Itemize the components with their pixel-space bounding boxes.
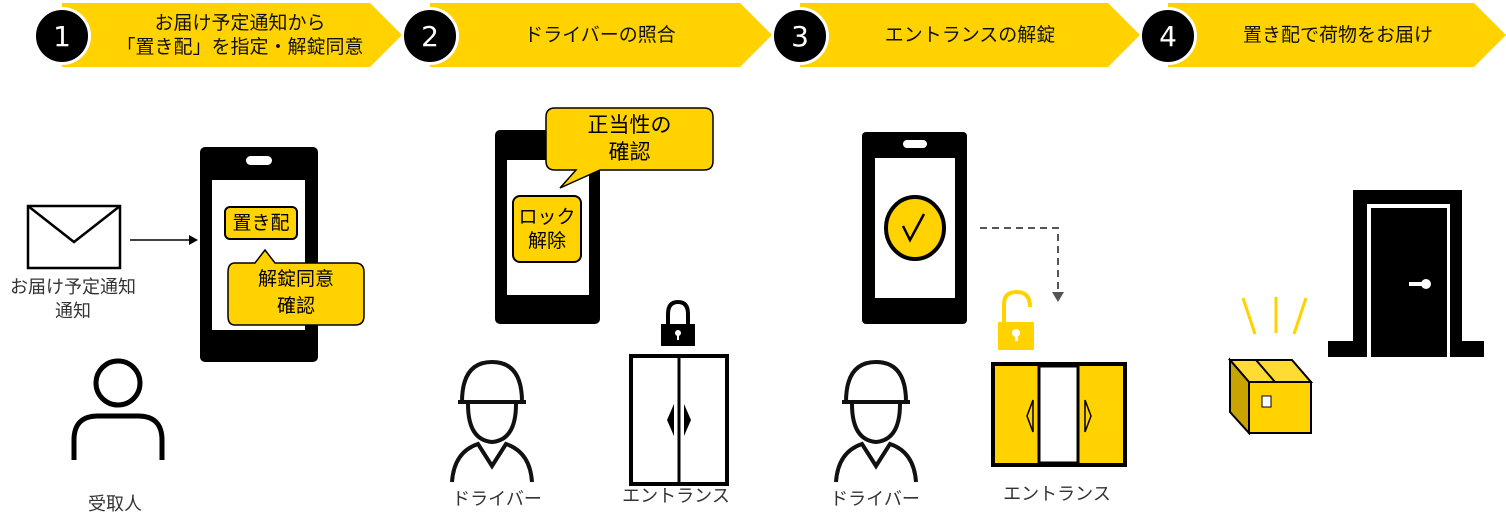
- lock-icon: [661, 299, 695, 346]
- package-icon: [1227, 357, 1314, 436]
- driver-label: ドライバー: [830, 489, 920, 510]
- step-banner-4: [1168, 3, 1506, 67]
- notification-label-line2: 通知: [55, 301, 91, 322]
- unlocked-lock-icon: [998, 289, 1034, 350]
- step-number-2: 2: [401, 7, 459, 65]
- entrance-door-open-icon: [991, 362, 1127, 467]
- step-number-1: 1: [33, 7, 91, 65]
- notification-label: お届け予定通知 通知: [10, 276, 136, 324]
- check-circle-icon: [884, 195, 946, 261]
- step-banner-3: [800, 3, 1140, 67]
- unlock-button-line2: 解除: [527, 230, 566, 252]
- notification-label-line1: お届け予定通知: [10, 277, 136, 298]
- sparkle-lines-icon: [1241, 297, 1308, 335]
- consent-callout-line1: 解錠同意: [257, 268, 334, 290]
- entrance-label: エントランス: [622, 486, 730, 507]
- callout-bubble: [545, 107, 714, 189]
- step-title-1: お届け予定通知から「置き配」を指定・解錠同意: [95, 3, 385, 67]
- recipient-label: 受取人: [88, 494, 142, 515]
- step-banners: [62, 3, 1506, 67]
- step-title-1-line1: お届け予定通知から: [154, 12, 326, 34]
- consent-callout: [227, 248, 365, 326]
- step-banner-2: [430, 3, 772, 67]
- verification-callout-line1: 正当性の: [587, 113, 672, 137]
- step-banner-1: [62, 3, 402, 67]
- arrow-right-icon: [130, 235, 198, 245]
- envelope-icon: [26, 204, 122, 270]
- step-number-4: 4: [1139, 7, 1197, 65]
- unlock-button[interactable]: ロック解除: [512, 195, 582, 263]
- step-title-3: エントランスの解錠: [884, 24, 1056, 46]
- driver-icon: [450, 359, 534, 483]
- unlock-button-line1: ロック: [518, 206, 576, 228]
- verification-callout-text: 正当性の 確認: [546, 112, 713, 166]
- person-icon: [71, 358, 165, 460]
- step-title-2: ドライバーの照合: [524, 24, 676, 46]
- consent-callout-line2: 確認: [276, 295, 315, 317]
- door-icon: [1328, 190, 1484, 357]
- step-title-1-line2: 「置き配」を指定・解錠同意: [116, 36, 364, 58]
- consent-callout-text: 解錠同意 確認: [228, 266, 364, 320]
- step-number-3: 3: [771, 7, 829, 65]
- dashed-arrow-icon: [980, 227, 1064, 302]
- step-title-4: 置き配で荷物をお届け: [1242, 24, 1433, 46]
- entrance-door-closed-icon: [629, 354, 729, 486]
- verification-callout-line2: 確認: [608, 140, 651, 164]
- driver-icon: [834, 359, 918, 483]
- okihai-button[interactable]: 置き配: [224, 206, 298, 240]
- driver-label: ドライバー: [452, 489, 542, 510]
- entrance-label: エントランス: [1003, 484, 1111, 505]
